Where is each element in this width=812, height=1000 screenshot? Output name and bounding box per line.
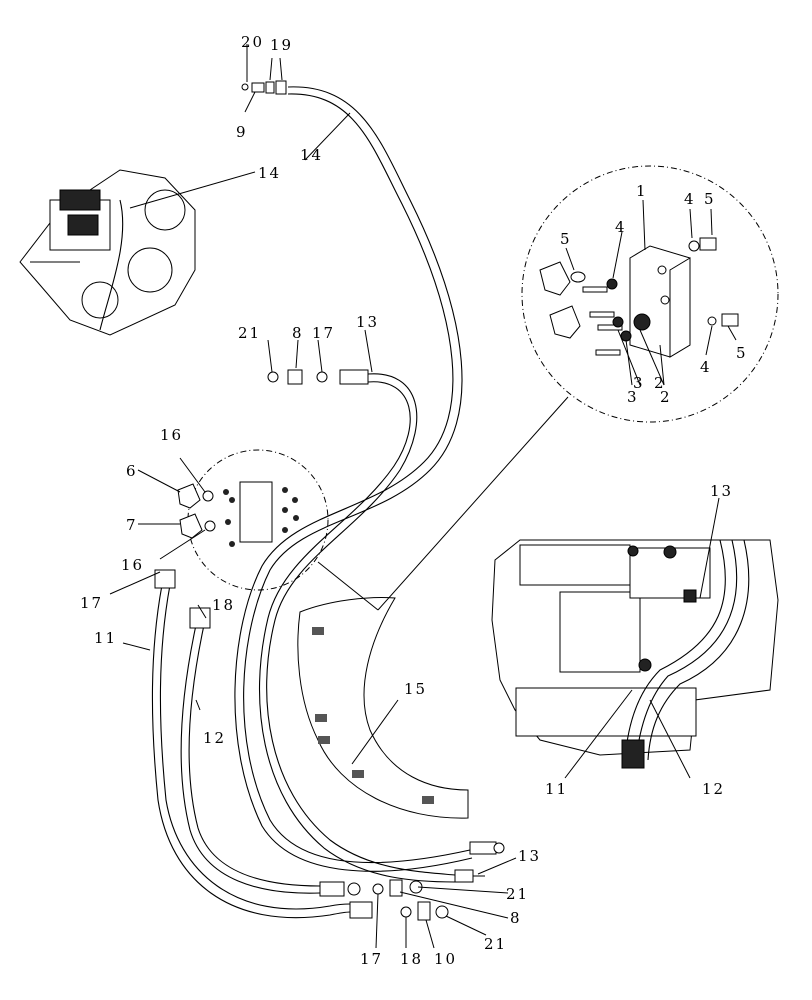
callout-21-top: 21: [238, 324, 261, 342]
hose-12: [180, 607, 361, 897]
hose-14: [234, 86, 473, 872]
callout-3-b: 3: [633, 374, 645, 392]
leader-11: [122, 642, 151, 651]
valve-detail-circle: [521, 165, 779, 423]
callout-11-machine: 11: [545, 780, 568, 798]
callout-6: 6: [126, 462, 138, 480]
callout-8-bottom: 8: [510, 909, 522, 927]
oring-17: [316, 371, 328, 383]
callout-1: 1: [636, 182, 648, 200]
top-fittings: [241, 44, 287, 113]
callout-15: 15: [404, 680, 427, 698]
callout-18-bottom: 18: [400, 950, 423, 968]
callout-21-lower: 21: [484, 935, 507, 953]
callout-4-right: 4: [700, 358, 712, 376]
leader-12: [195, 699, 201, 711]
callout-3-a: 3: [627, 388, 639, 406]
callout-8-top: 8: [292, 324, 304, 342]
callout-5-right: 5: [736, 344, 748, 362]
shield-15: [297, 597, 469, 819]
machine-side-view: [491, 497, 779, 779]
callout-13-machine: 13: [710, 482, 733, 500]
callout-2-b: 2: [654, 374, 666, 392]
callout-9: 9: [236, 123, 248, 141]
callout-12-machine: 12: [702, 780, 725, 798]
hose-13: [258, 369, 485, 883]
leader-13b: [477, 857, 517, 875]
leader-21: [267, 339, 273, 373]
callout-16-bottom: 16: [121, 556, 144, 574]
oring-21: [267, 371, 279, 383]
callout-12-left: 12: [203, 729, 226, 747]
callout-5-left: 5: [560, 230, 572, 248]
leader-13: [364, 329, 373, 373]
callout-5-top: 5: [704, 190, 716, 208]
callout-11-left: 11: [94, 629, 117, 647]
callout-10: 10: [434, 950, 457, 968]
callout-21-bottom: 21: [506, 885, 529, 903]
callout-17-top: 17: [312, 324, 335, 342]
leader-17: [317, 339, 323, 373]
leader-10: [425, 919, 435, 949]
callout-labels: 20 19 9 14 14 1 4 5 5 4 4 5 3 3 2 2 21 8…: [80, 33, 748, 968]
leader-21b: [417, 886, 509, 894]
callout-4-top: 4: [684, 190, 696, 208]
callout-14-main: 14: [300, 146, 323, 164]
callout-14-view: 14: [258, 164, 281, 182]
callout-19: 19: [270, 36, 293, 54]
callout-7: 7: [126, 516, 138, 534]
leader-15: [351, 699, 399, 765]
leader-line-2: [377, 396, 569, 611]
callout-13-top: 13: [356, 313, 379, 331]
callout-2-a: 2: [660, 388, 672, 406]
callout-4-left: 4: [615, 218, 627, 236]
callout-17-bottom: 17: [360, 950, 383, 968]
leader-8: [295, 339, 299, 369]
fitting-8: [287, 369, 303, 385]
callout-18-left: 18: [212, 596, 235, 614]
hose-11: [151, 569, 373, 919]
leader-line-1: [317, 561, 379, 611]
bottom-fittings: [372, 879, 449, 921]
callout-20: 20: [241, 33, 264, 51]
leader-8b: [399, 891, 509, 919]
leader-17c: [375, 893, 379, 949]
leader-21c: [445, 915, 487, 936]
callout-16-top: 16: [160, 426, 183, 444]
callout-13-bottom: 13: [518, 847, 541, 865]
tractor-transmission-view: [19, 169, 256, 336]
hose-14-end-fitting: [469, 841, 505, 855]
valve-detail-circle-small: [109, 449, 329, 619]
callout-17-left: 17: [80, 594, 103, 612]
